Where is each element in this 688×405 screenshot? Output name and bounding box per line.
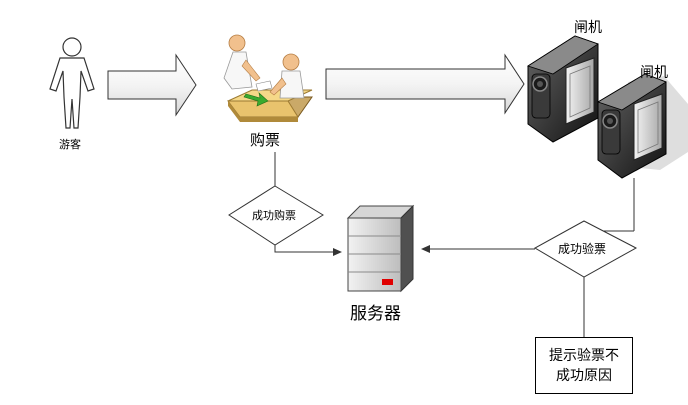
flow-arrow-to-purchase [107,53,197,117]
person-outline-icon [49,37,95,129]
purchase-success-label: 成功购票 [252,209,296,222]
turnstile-gate-icon [597,73,688,179]
purchase-label: 购票 [250,131,281,149]
gate-label: 闸机 [574,20,602,36]
arrowhead [333,248,342,256]
arrowhead [421,245,430,253]
ticket-counter-icon [223,34,313,122]
visitor-label: 游客 [59,138,81,151]
failure-notice-box: 提示验票不成功原因 [535,337,633,394]
connector-line [274,245,334,253]
server-tower-icon [346,204,415,293]
check-success-label: 成功验票 [558,242,607,256]
gate-label: 闸机 [640,65,668,81]
flow-arrow-to-gate [325,53,525,115]
server-label: 服务器 [350,304,401,324]
turnstile-gate-icon [527,35,599,143]
